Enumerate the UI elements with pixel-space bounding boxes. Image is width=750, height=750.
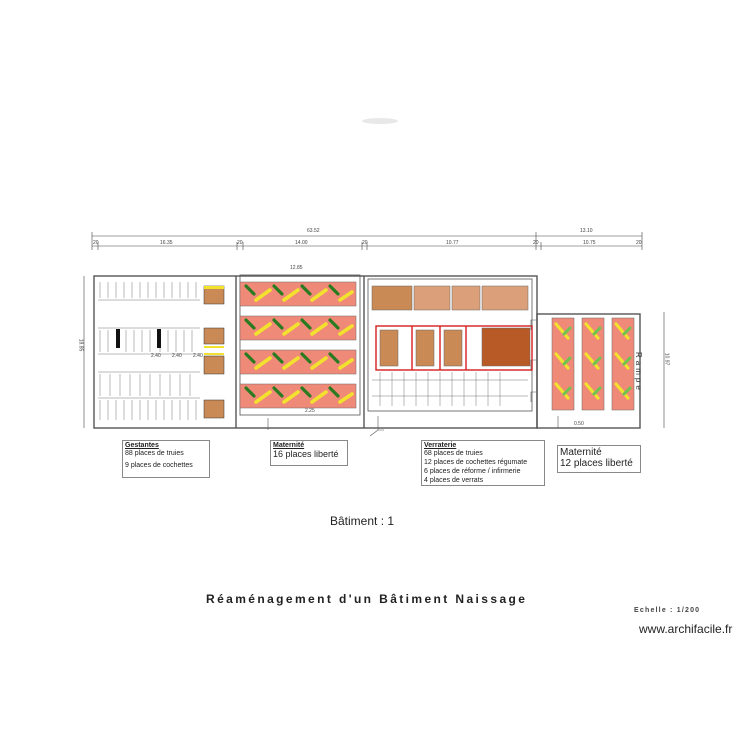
dim-seg: 20 <box>533 240 539 246</box>
legend-maternite-12: Maternité 12 places liberté <box>557 445 641 473</box>
legend-line: 68 places de truies <box>424 450 483 457</box>
legend-line: 4 places de verrats <box>424 477 484 484</box>
scale-label: Echelle : 1/200 <box>634 607 701 614</box>
website-link[interactable]: www.archifacile.fr <box>639 622 733 636</box>
dim-seg: 14.00 <box>295 240 308 246</box>
maternite-12-sows <box>554 322 630 400</box>
legend-line: 6 places de réforme / infirmerie <box>424 468 521 475</box>
maternite-16-crates <box>244 284 340 398</box>
dim-seg: 20 <box>636 240 642 246</box>
scan-smudge <box>362 118 398 124</box>
dim-right-total: 13.10 <box>580 228 593 234</box>
dim-total: 63.52 <box>307 228 320 234</box>
feeder-bar <box>116 329 120 348</box>
door-marks <box>267 319 559 437</box>
legend-verraterie: Verraterie 68 places de truies 12 places… <box>421 440 545 486</box>
gestantes-side-pens <box>203 285 225 419</box>
feeder-bar <box>157 329 161 348</box>
legend-line: 88 places de truies <box>125 450 184 457</box>
dim-gest: 2.40 <box>193 353 203 359</box>
plan-title: Réaménagement d'un Bâtiment Naissage <box>206 592 528 606</box>
dim-gest: 2.40 <box>172 353 182 359</box>
rampe-label: Rampe <box>634 352 643 393</box>
legend-line: Maternité <box>560 447 602 458</box>
legend-line: 16 places liberté <box>273 449 339 459</box>
dim-seg: 16.35 <box>160 240 173 246</box>
dim-bottom-a: 2.25 <box>305 408 315 414</box>
dimension-chain-top <box>91 232 643 250</box>
legend-line: 12 places liberté <box>560 458 633 469</box>
dim-seg: 10.77 <box>446 240 459 246</box>
maternite-12-crates <box>562 326 632 396</box>
legend-title: Verraterie <box>424 442 457 449</box>
verraterie-walls <box>375 325 533 371</box>
dim-bottom-b: 0.50 <box>574 421 584 427</box>
dim-gest: 2.40 <box>151 353 161 359</box>
legend-line: 12 places de cochettes régumate <box>424 459 528 466</box>
building-walls <box>93 274 641 429</box>
verraterie-stalls <box>372 372 528 406</box>
legend-maternite-16: Maternité 16 places liberté <box>270 440 348 466</box>
dim-seg: 20 <box>362 240 368 246</box>
legend-line: 9 places de cochettes <box>125 462 193 469</box>
verraterie-pens <box>371 285 531 367</box>
dim-width-left: 12.85 <box>290 265 303 271</box>
legend-title: Maternité <box>273 442 305 449</box>
dim-seg: 20 <box>93 240 99 246</box>
dim-height-left: 18.85 <box>77 338 84 352</box>
gestantes-hall <box>98 282 200 420</box>
maternite-16-sows <box>254 288 354 404</box>
building-label: Bâtiment : 1 <box>330 514 395 528</box>
dim-height-right: 10.97 <box>663 352 670 366</box>
legend-gestantes: Gestantes 88 places de truies 9 places d… <box>122 440 210 478</box>
legend-title: Gestantes <box>125 442 159 449</box>
dim-seg: 10.75 <box>583 240 596 246</box>
dim-seg: 20 <box>237 240 243 246</box>
